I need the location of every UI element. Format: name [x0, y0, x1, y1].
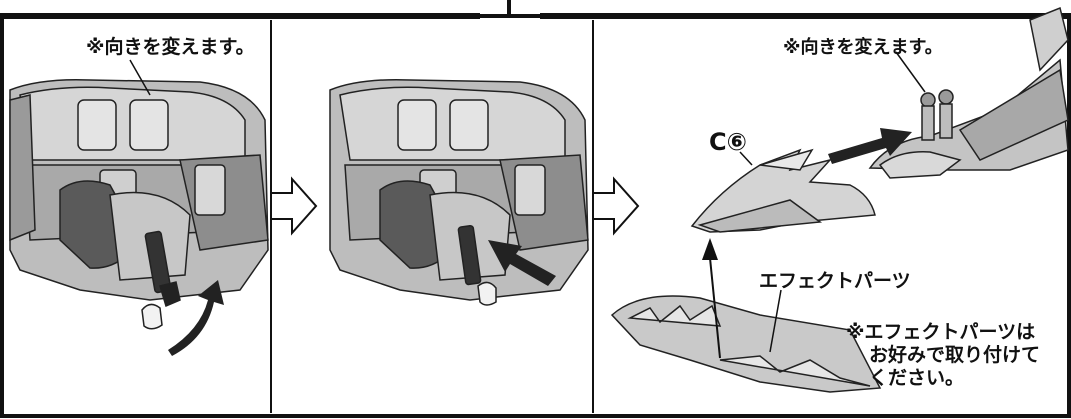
effect-part: [612, 296, 880, 392]
robot-part-panel2: [330, 80, 588, 305]
optional-note: ※エフェクトパーツは お好みで取り付けて ください。: [846, 321, 1040, 390]
part-id-label: C⑥: [709, 128, 747, 156]
rotate-note-panel1: ※向きを変えます。: [86, 32, 255, 59]
step-arrow-icon: [272, 179, 316, 233]
effect-part-label: エフェクトパーツ: [759, 266, 911, 293]
up-arrow-icon: [702, 238, 718, 260]
optional-note-line: お好みで取り付けて: [846, 344, 1040, 367]
rotate-note-panel3: ※向きを変えます。: [783, 33, 943, 59]
part-c6-crest: [692, 150, 875, 232]
robot-part-panel1: [10, 80, 268, 329]
optional-note-line: ください。: [846, 367, 1040, 390]
optional-note-line: ※エフェクトパーツは: [846, 321, 1040, 344]
step-arrow-icon: [594, 179, 638, 233]
